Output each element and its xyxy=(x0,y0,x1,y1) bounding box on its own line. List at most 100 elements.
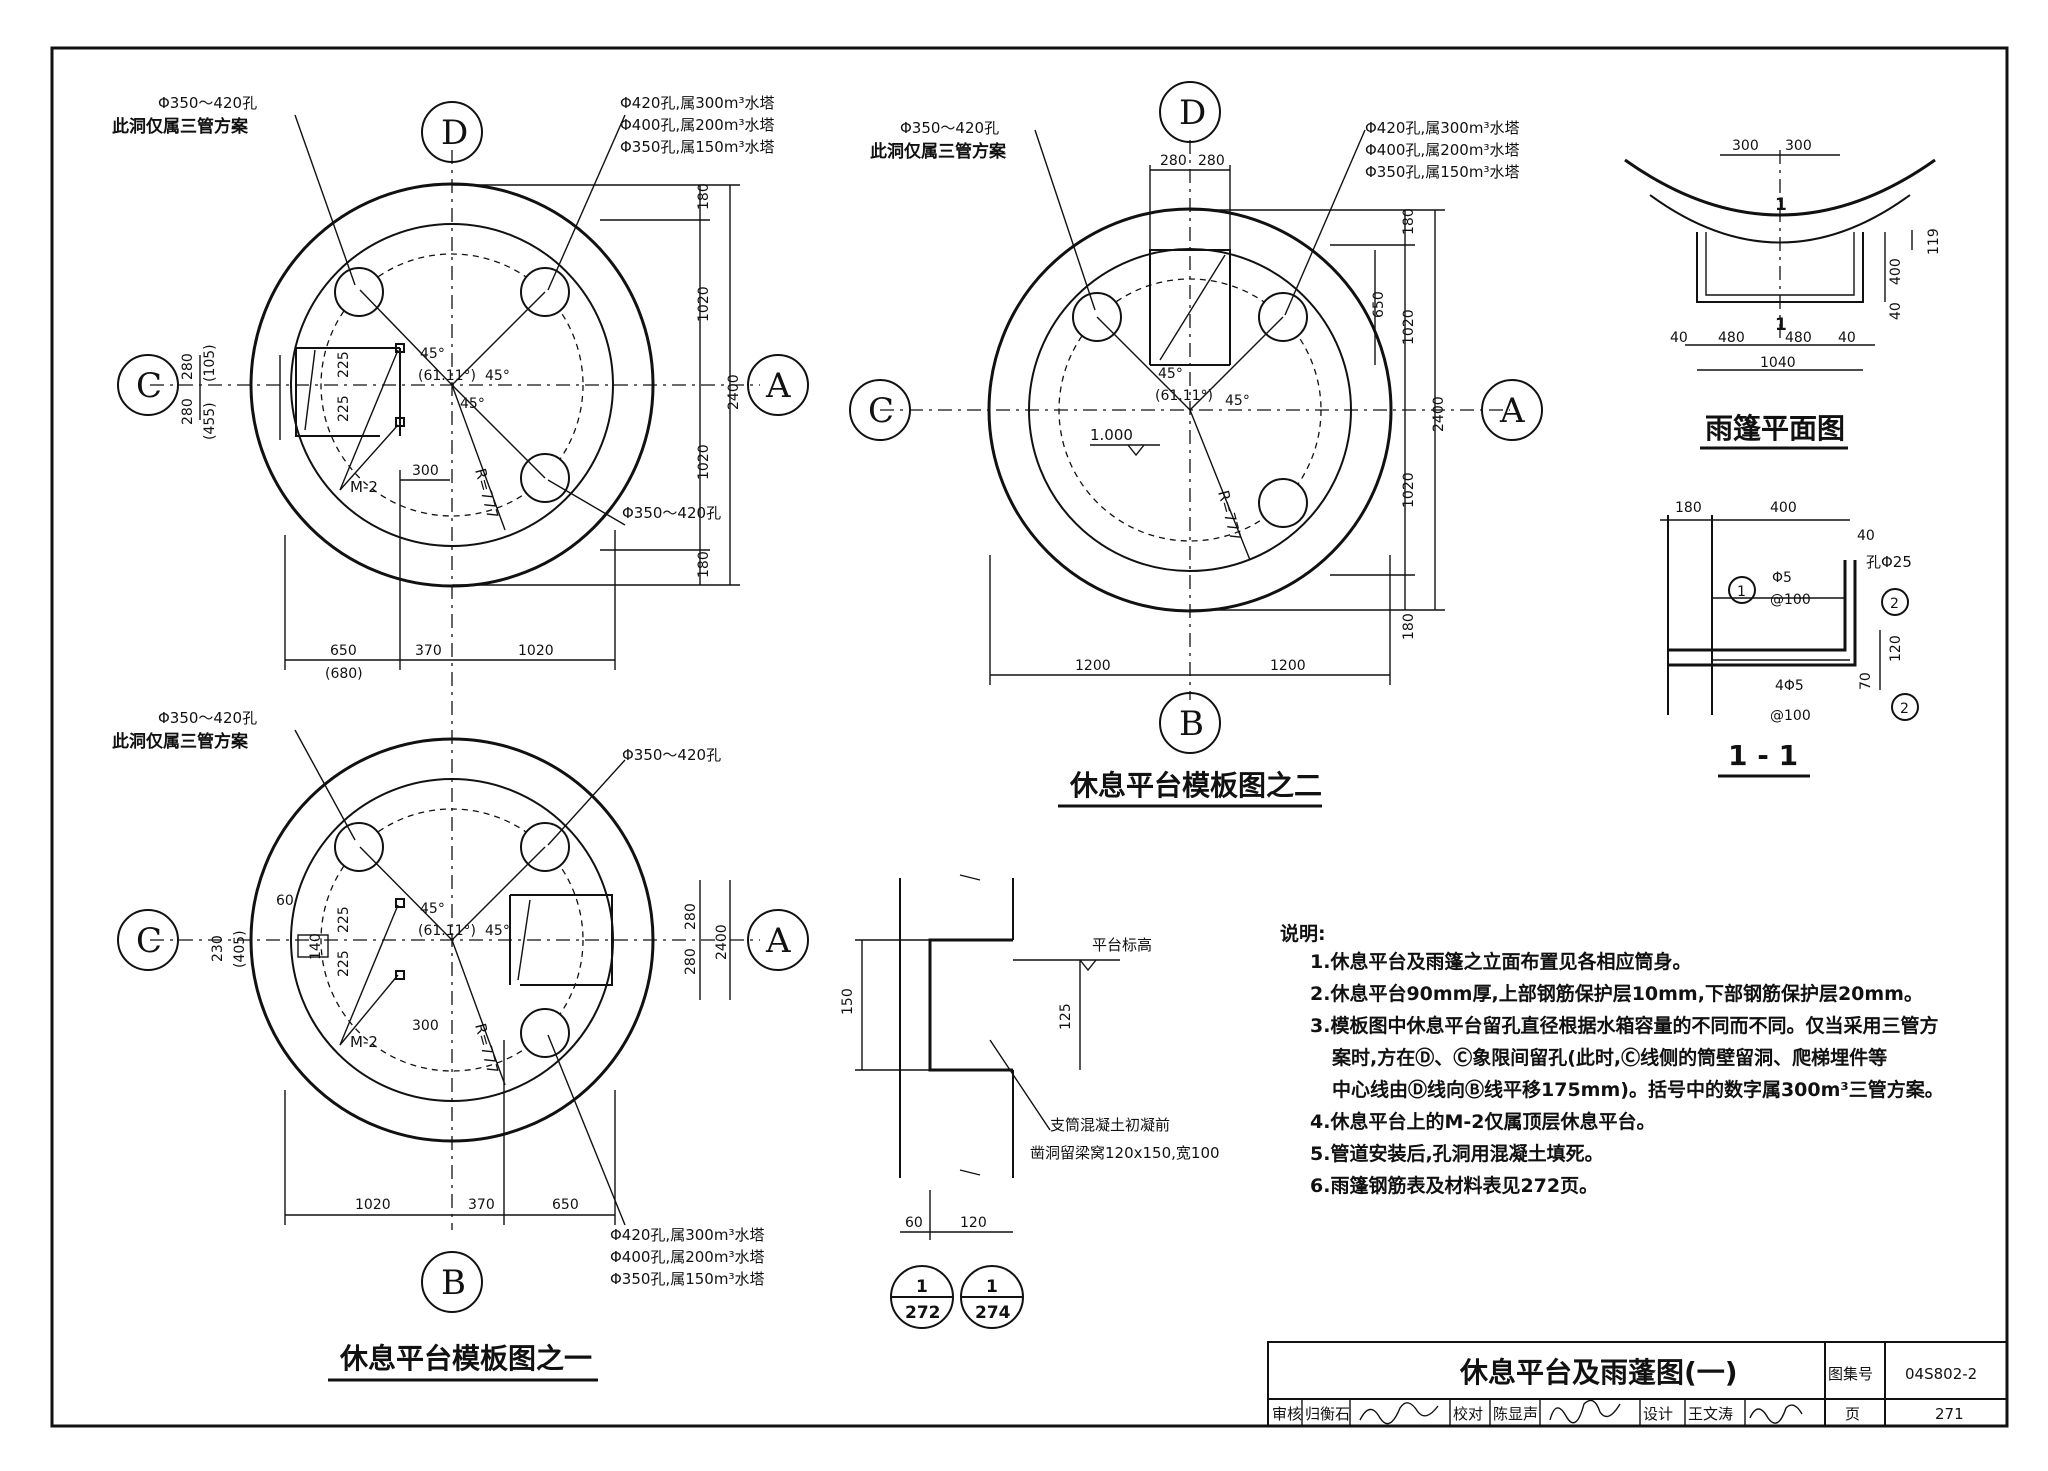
angle-line-2 xyxy=(451,291,546,386)
s-hole: 孔Φ25 xyxy=(1866,553,1912,571)
hole-se-3 xyxy=(520,1008,570,1058)
plan-1 xyxy=(150,114,760,1230)
p1-angle-paren: (61.11°) xyxy=(418,368,476,384)
p2-d650: 650 xyxy=(1371,291,1387,318)
p2-d1020a: 1020 xyxy=(1401,309,1417,345)
p2-elevation: 1.000 xyxy=(1090,426,1133,444)
signature-reviewer xyxy=(1359,1402,1439,1425)
leader-2a xyxy=(1034,129,1096,311)
p2-d1020b: 1020 xyxy=(1401,472,1417,508)
s-d180: 180 xyxy=(1675,500,1702,516)
p1-hole-note-b: 此洞仅属三管方案 xyxy=(112,116,249,137)
axis-label-c-3: C xyxy=(136,921,162,961)
note-3: 3.模板图中休息平台留孔直径根据水箱容量的不同而不同。仅当采用三管方 xyxy=(1310,1014,1938,1037)
m2-diag xyxy=(304,349,316,431)
note-1: 1.休息平台及雨篷之立面布置见各相应筒身。 xyxy=(1310,950,1691,973)
d-125: 125 xyxy=(1058,1003,1074,1030)
tb-review-label: 审核 xyxy=(1272,1405,1302,1423)
leader-hole-nw xyxy=(294,114,356,286)
cp-d300a: 300 xyxy=(1732,138,1759,154)
s-d400: 400 xyxy=(1770,500,1797,516)
leader-m2-b xyxy=(339,424,399,491)
plan-1-axis-labels: D C A xyxy=(117,101,809,416)
note-3c: 中心线由Ⓓ线向Ⓑ线平移175mm)。括号中的数字属300m³三管方案。 xyxy=(1332,1078,1944,1101)
axis-label-a-3: A xyxy=(765,921,791,961)
cp-d480b: 480 xyxy=(1785,330,1812,346)
p2-angle-1: 45° xyxy=(1158,366,1183,382)
s-mark-2-circle xyxy=(1881,588,1909,616)
outer-wall-circle xyxy=(249,182,655,588)
ladder-pocket xyxy=(297,934,329,958)
p2-angle-paren: (61.11°) xyxy=(1155,388,1213,404)
cp-d300b: 300 xyxy=(1785,138,1812,154)
axis-bubble-a xyxy=(747,354,809,416)
p3-d60: 60 xyxy=(276,893,294,909)
p1-d2400: 2400 xyxy=(726,374,742,410)
cp-d40b: 40 xyxy=(1838,330,1856,346)
signature-designer xyxy=(1749,1404,1803,1424)
plan-1-title: 休息平台模板图之一 xyxy=(339,1342,592,1375)
notes-heading: 说明: xyxy=(1280,922,1326,945)
angle-line-2b xyxy=(1189,316,1284,411)
cp-d1040: 1040 xyxy=(1760,355,1796,371)
axis-bubble-a-2 xyxy=(1481,379,1543,441)
embed-plate-2 xyxy=(395,417,405,427)
axis-bubble-c-3 xyxy=(117,909,179,971)
s-d40: 40 xyxy=(1857,528,1875,544)
axis-label-a: A xyxy=(765,366,791,406)
sheet-border xyxy=(50,46,2009,1428)
d-note2: 凿洞留梁窝120x150,宽100 xyxy=(1030,1144,1220,1162)
p3-radius: R=777 xyxy=(471,1021,502,1076)
p1-d280b: 280 xyxy=(180,398,196,425)
p3-hole-right-2: Φ400孔,属200m³水塔 xyxy=(610,1248,764,1266)
note-5: 5.管道安装后,孔洞用混凝土填死。 xyxy=(1310,1142,1604,1165)
plan-2 xyxy=(880,129,1510,700)
title-block-frame xyxy=(1267,1341,2008,1427)
p2-hole-note-b: 此洞仅属三管方案 xyxy=(870,141,1007,162)
hole-se-2 xyxy=(1258,478,1308,528)
angle-line-3a xyxy=(359,846,453,941)
p3-d225a: 225 xyxy=(336,906,352,933)
tb-atlas-label: 图集号 xyxy=(1828,1365,1873,1383)
pocket-detail xyxy=(855,874,1120,1329)
p1-d680: (680) xyxy=(325,666,363,682)
axis-bubble-c-2 xyxy=(849,379,911,441)
angle-line-1 xyxy=(359,289,453,386)
p3-d140: 140 xyxy=(308,933,324,960)
m2-diag-3 xyxy=(517,899,531,981)
p2-hole-right-2: Φ400孔,属200m³水塔 xyxy=(1365,141,1519,159)
p3-hole-right-1: Φ420孔,属300m³水塔 xyxy=(610,1226,764,1244)
embed-plate-3b xyxy=(395,970,405,980)
embed-plate-1 xyxy=(395,343,405,353)
outer-wall-circle-3 xyxy=(249,737,655,1143)
sec-slab-bottom xyxy=(1668,560,1857,667)
d-150: 150 xyxy=(840,988,856,1015)
plan-2-title: 休息平台模板图之二 xyxy=(1069,769,1322,802)
p3-d2400: 2400 xyxy=(714,924,730,960)
p2-d280a: 280 xyxy=(1160,153,1187,169)
p1-d105: (105) xyxy=(202,344,218,382)
detail-break-bot xyxy=(959,1169,981,1176)
axis-label-b-3: B xyxy=(441,1263,466,1303)
ref-1-top: 1 xyxy=(916,1277,928,1297)
note-2: 2.休息平台90mm厚,上部钢筋保护层10mm,下部钢筋保护层20mm。 xyxy=(1310,982,1923,1005)
p2-hole-right-1: Φ420孔,属300m³水塔 xyxy=(1365,119,1519,137)
p3-hole-right-3: Φ350孔,属150m³水塔 xyxy=(610,1270,764,1288)
p1-d280: 280 xyxy=(180,353,196,380)
p1-d225a: 225 xyxy=(336,351,352,378)
angle-line-3b xyxy=(451,846,546,941)
tb-designer: 王文涛 xyxy=(1688,1405,1733,1423)
detail-break-top xyxy=(959,874,981,881)
s-mark-2b: 2 xyxy=(1900,701,1909,717)
leader-2b xyxy=(1284,129,1366,316)
p3-angle-2: 45° xyxy=(485,923,510,939)
radius-line xyxy=(451,384,506,531)
s-mark-2b-circle xyxy=(1891,693,1919,721)
section-1-1-title: 1 - 1 xyxy=(1728,739,1798,772)
p3-angle-paren: (61.11°) xyxy=(418,923,476,939)
leader-3b xyxy=(547,759,626,846)
detail-elev-mark xyxy=(1079,959,1097,972)
p1-angle-2: 45° xyxy=(485,368,510,384)
plan-3-labels: Φ350～420孔 此洞仅属三管方案 Φ350～420孔 Φ420孔,属300m… xyxy=(112,709,764,1288)
